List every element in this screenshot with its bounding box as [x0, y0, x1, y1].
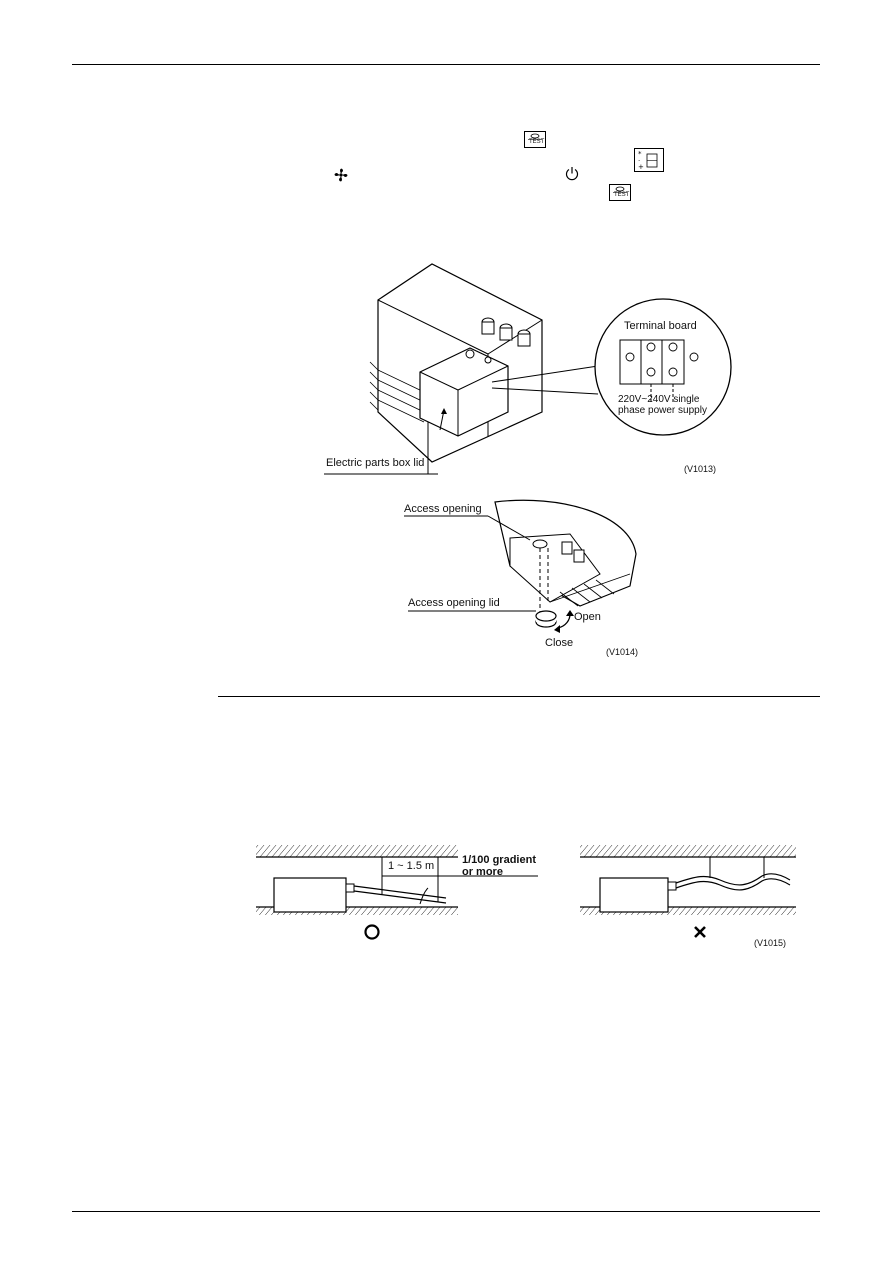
figure-drain-gradient: 1 ~ 1.5 m 1/100 gradient or more (V1015): [250, 840, 810, 958]
power-supply-label-line2: phase power supply: [618, 405, 707, 416]
fan-icon: [333, 167, 349, 183]
test-label: TEST: [529, 139, 545, 145]
svg-text:·: ·: [638, 157, 640, 165]
wrong-cross-icon: [693, 925, 707, 939]
power-supply-label-line1: 220V~240V single: [618, 394, 700, 405]
figure-code: (V1015): [754, 938, 787, 948]
terminal-board-label: Terminal board: [624, 320, 697, 332]
test-label: TEST: [614, 192, 630, 198]
figure-electric-parts-box: Terminal board 220V~240V single phase po…: [320, 262, 740, 482]
correct-circle-icon: [364, 924, 380, 940]
access-opening-illustration: [404, 499, 637, 633]
electric-parts-box-lid-label: Electric parts box lid: [326, 457, 425, 469]
open-label: Open: [574, 611, 601, 623]
access-opening-label: Access opening: [404, 503, 482, 515]
section-divider: [218, 696, 820, 697]
svg-text:*: *: [638, 150, 642, 158]
test-button-icon: TEST: [609, 184, 631, 201]
gradient-label-line1: 1/100 gradient: [462, 854, 536, 866]
close-label: Close: [545, 637, 574, 649]
power-icon: [565, 166, 579, 181]
footer-rule: [72, 1211, 820, 1212]
display-mode-icon: * · +: [634, 148, 664, 172]
figure-code: (V1013): [684, 464, 717, 474]
header-rule: [72, 64, 820, 65]
distance-label: 1 ~ 1.5 m: [388, 860, 435, 872]
figure-access-opening: Access opening Access opening lid Open C…: [400, 494, 650, 664]
test-button-icon: TEST: [524, 131, 546, 148]
svg-text:+: +: [638, 163, 644, 171]
figure-code: (V1014): [606, 647, 639, 657]
unit-illustration: [324, 263, 732, 475]
drain-piping-illustration: [256, 845, 796, 915]
access-opening-lid-label: Access opening lid: [408, 597, 500, 609]
gradient-label-line2: or more: [462, 866, 503, 878]
